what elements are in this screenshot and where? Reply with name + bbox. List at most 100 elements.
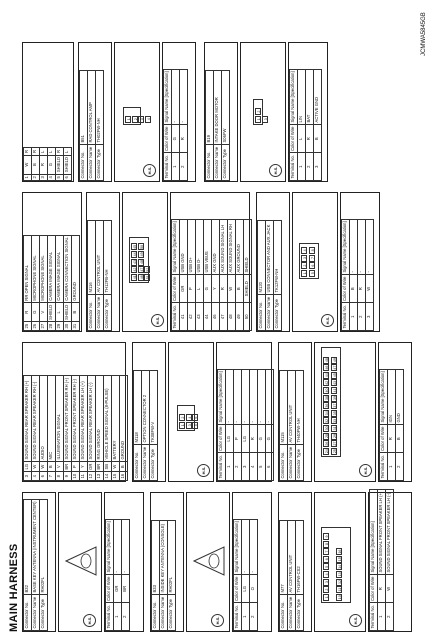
- harness-side-icon: H.S.: [349, 614, 362, 627]
- pin-cell: 4: [185, 414, 192, 422]
- pin-cell: 45: [331, 371, 338, 379]
- pin-cell: 27: [331, 440, 338, 448]
- pin-cell: 30: [323, 424, 330, 432]
- pin-cell: 7: [323, 548, 330, 556]
- pin-cell: 12: [336, 578, 343, 586]
- pin-cell: 5: [323, 563, 330, 571]
- harness-side-icon: H.S.: [269, 164, 282, 177]
- pin-cell: 39: [331, 394, 338, 402]
- pin-cell: 49: [137, 250, 144, 258]
- pin-cell: 6: [309, 262, 316, 270]
- connector-triangle-icon: [65, 546, 97, 576]
- pin-cell: 16: [336, 548, 343, 556]
- pin-cell: 5: [309, 269, 316, 277]
- pin-cell: 35: [331, 409, 338, 417]
- pin-cell: 1: [179, 421, 186, 429]
- pin-cell: 41: [331, 386, 338, 394]
- pin-cell: 38: [323, 394, 330, 402]
- pin-cell: 43: [331, 379, 338, 387]
- pin-cell: 3: [261, 115, 268, 123]
- pin-cell: 2: [179, 414, 186, 422]
- pin-cell: 7: [309, 254, 316, 262]
- pin-cell: 42: [131, 266, 138, 274]
- pin-cell: 10: [336, 593, 343, 601]
- pin-cell: 41: [131, 273, 138, 281]
- pin-cell: 32: [323, 417, 330, 425]
- pin-cell: 44: [323, 371, 330, 379]
- pin-cell: 6: [323, 555, 330, 563]
- pin-cell: 45: [131, 243, 138, 251]
- conn-b32-picture: H.S.: [58, 492, 102, 632]
- pin-cell: 48: [323, 356, 330, 364]
- pin-cell: 37: [331, 402, 338, 410]
- pin-cell: 46: [137, 273, 144, 281]
- conn-b33-picture: H.S.: [186, 492, 230, 632]
- pin-cell: 2: [255, 108, 262, 116]
- pin-cell: 6: [192, 414, 199, 422]
- connector-triangle-icon: [193, 546, 225, 576]
- pin-cell: 3: [138, 115, 145, 123]
- pin-cell: 1: [125, 115, 132, 123]
- pin-cell: 4: [301, 246, 308, 254]
- harness-side-icon: H.S.: [359, 464, 372, 477]
- pin-cell: 29: [331, 432, 338, 440]
- pin-cell: 36: [323, 402, 330, 410]
- pin-cell: 50: [137, 243, 144, 251]
- pin-cell: 25: [331, 447, 338, 455]
- pin-cell: 9: [323, 532, 330, 540]
- pin-cell: 13: [336, 570, 343, 578]
- pin-cell: 1: [255, 115, 262, 123]
- pin-cell: 15: [336, 555, 343, 563]
- pin-cell: 47: [137, 266, 144, 274]
- pin-cell: 40: [323, 386, 330, 394]
- harness-side-icon: H.S.: [321, 314, 334, 327]
- harness-side-icon: H.S.: [197, 464, 210, 477]
- pin-cell: 24: [323, 447, 330, 455]
- pin-cell: 26: [323, 440, 330, 448]
